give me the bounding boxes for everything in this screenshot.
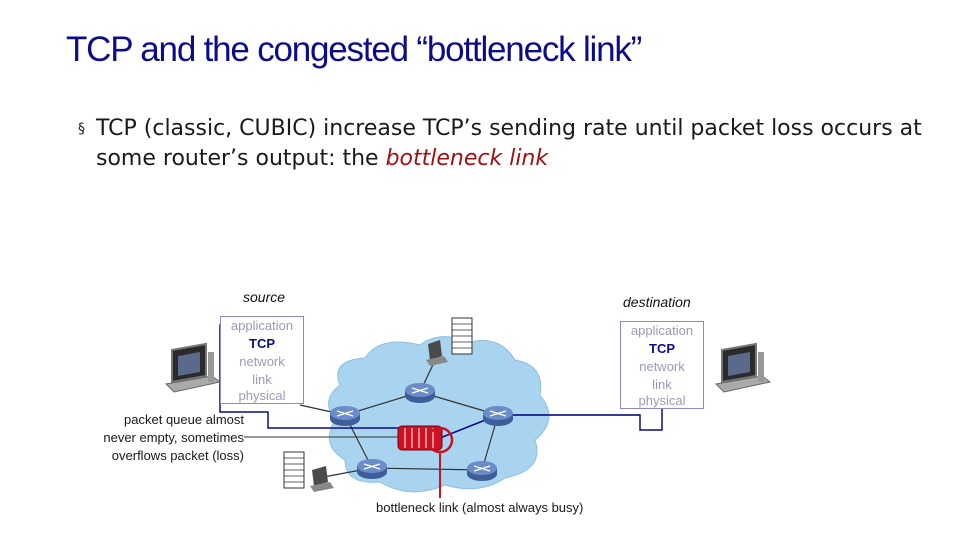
source-label: source (243, 289, 286, 305)
server-top-icon (451, 317, 473, 355)
server-bottom-icon (283, 451, 305, 489)
destination-layer-network: network (639, 359, 685, 374)
destination-layer-link: link (652, 377, 672, 392)
packet-queue-annotation: packet queue almost never empty, sometim… (70, 411, 244, 465)
source-layer-physical: physical (238, 388, 286, 403)
source-computer-icon (164, 342, 222, 393)
laptop-top-icon (426, 340, 448, 366)
bullet-text: TCP (classic, CUBIC) increase TCP’s send… (96, 114, 946, 174)
bullet-marker: § (78, 121, 85, 137)
queue-annotation-line-2: never empty, sometimes (103, 430, 244, 445)
source-protocol-stack: application TCP network link physical (220, 316, 304, 404)
queue-annotation-line-3: overflows packet (loss) (111, 448, 244, 463)
source-layer-link: link (252, 372, 272, 387)
destination-layer-application: application (630, 323, 694, 338)
bullet-text-prefix: TCP (classic, CUBIC) increase TCP’s send… (96, 116, 922, 171)
queue-annotation-line-1: packet queue almost (124, 412, 244, 427)
destination-computer-icon (714, 342, 772, 393)
destination-label: destination (623, 294, 691, 310)
source-layer-network: network (239, 354, 285, 369)
destination-layer-tcp: TCP (649, 341, 675, 356)
source-layer-tcp: TCP (249, 336, 275, 351)
laptop-bottom-icon (310, 466, 334, 492)
destination-layer-physical: physical (638, 393, 686, 408)
source-layer-application: application (230, 318, 294, 333)
bottleneck-annotation: bottleneck link (almost always busy) (376, 500, 584, 515)
slide-title: TCP and the congested “bottleneck link” (66, 30, 642, 69)
bullet-text-emphasis: bottleneck link (385, 146, 549, 171)
routers (330, 383, 513, 481)
network-cloud (328, 336, 550, 493)
destination-protocol-stack: application TCP network link physical (620, 321, 704, 409)
